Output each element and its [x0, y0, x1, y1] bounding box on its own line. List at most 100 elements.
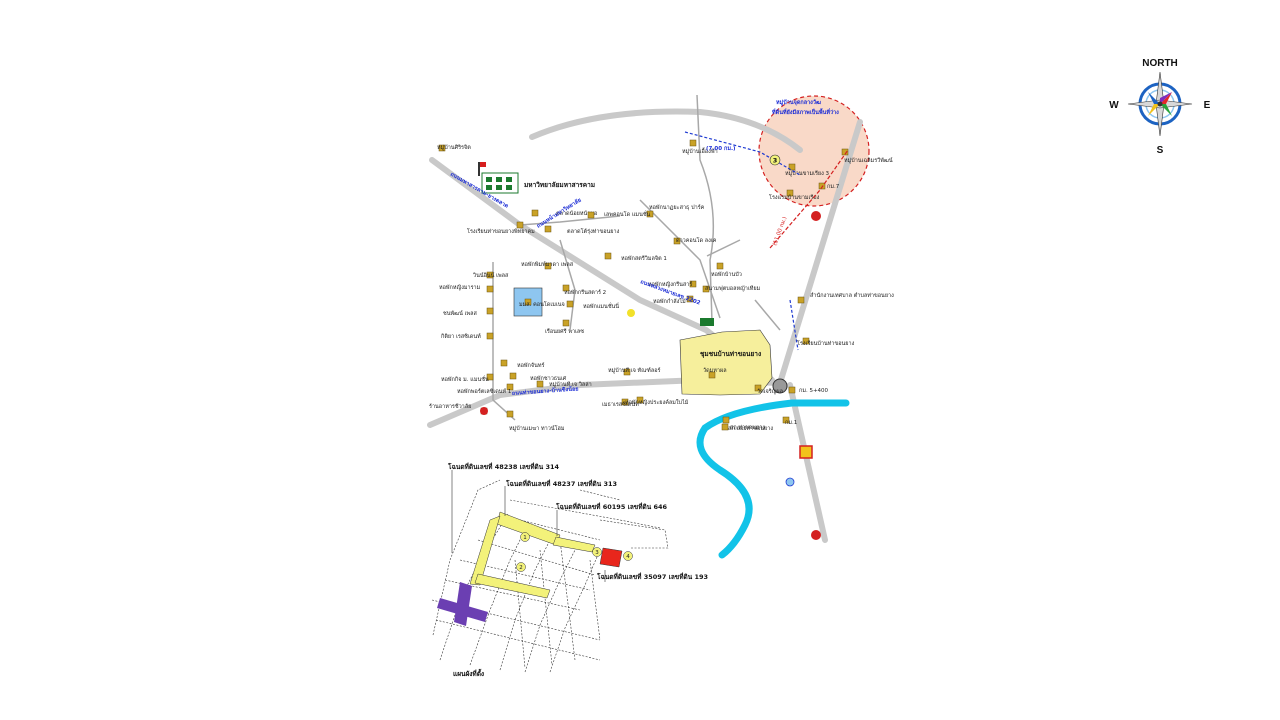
poi-label-p1: หมู่บ้านศิริรจิต [437, 144, 471, 151]
community-label: ชุมชนบ้านท่าขอนยาง [700, 349, 761, 358]
poi-marker-p2 [516, 221, 524, 229]
poi-marker-p13 [562, 319, 570, 327]
poi-marker-p5 [604, 252, 612, 260]
poi-label-p38: สภ.ย่อยท่าขอนยาง [728, 425, 773, 432]
poi-marker-p28 [686, 295, 694, 303]
poi-label-p4: ตลาดโต้รุ่งท่าขอนยาง [567, 227, 620, 235]
poi-marker-p45 [782, 416, 790, 424]
poi-label-p8: หอพักหญิงมาราม [439, 284, 481, 291]
poi-label-p32: หอพักหญิงประยงค์ลมใบไม้ [625, 399, 689, 406]
community-zone [679, 329, 773, 396]
poi-marker-p14 [486, 332, 494, 340]
info-icon [785, 477, 795, 487]
poi-marker-p29 [702, 285, 710, 293]
poi-marker-p34 [754, 384, 762, 392]
poi-marker-p7 [486, 271, 494, 279]
inset-caption: แผนผังที่ตั้ง [453, 668, 484, 678]
poi-label-p42: หมู่บ้านเฉลิมรวีพัฒน์ [844, 157, 893, 164]
poi-label-p21: หมู่บ้านเมฆา ทาวน์โฮม [509, 424, 565, 432]
poi-marker-p26 [716, 262, 724, 270]
poi-marker-p18 [506, 383, 514, 391]
poi-label-p40: หมู่บ้านขามเรียง 3 [785, 170, 830, 177]
poi-label-p11: ชนพัฒน์ เพลส [443, 310, 477, 317]
poi-layer: หมู่บ้านศิริรจิตโรงเรียนท่าขอนยางพิทยาคม… [429, 139, 894, 432]
target-plot [599, 547, 623, 568]
poi-marker-p24 [587, 211, 595, 219]
road-highway-2202 [777, 119, 863, 386]
poi-label-p37: โรงเรียนบ้านท่าขอนยาง [797, 339, 855, 347]
poi-label-p14: กิติยา เรสซิเดนท์ [440, 333, 481, 340]
intersection-cross [437, 582, 488, 626]
poi-label-p13: เรือนยศรี พาเลซ [545, 328, 584, 335]
football-field-icon [700, 318, 714, 326]
callout-vacant-land: ที่ดินที่ยังมีสภาพเป็นพื้นที่ว่าง [772, 107, 840, 116]
poi-marker-p38 [722, 416, 730, 424]
main-map: ชุมชนบ้านท่าขอนยาง มหาวิทยาลัยมหาสารคาม … [427, 94, 894, 559]
poi-marker-p3 [531, 209, 539, 217]
poi-label-p15: หอพักจันทร์ [517, 362, 544, 369]
poi-marker-p42 [841, 148, 849, 156]
poi-marker-p32 [636, 396, 644, 404]
poi-marker-p37 [802, 337, 810, 345]
poi-marker-p41 [786, 189, 794, 197]
poi-marker-p4 [544, 225, 552, 233]
poi-label-p12: หอพักแมนชั่นนี่ [583, 302, 619, 310]
poi-marker-p43 [788, 386, 796, 394]
plot-road-strip-bottom [474, 573, 551, 599]
poi-marker-p15 [500, 359, 508, 367]
route-blue-north [684, 131, 801, 176]
poi-label-p10: มมส. คอนโดเมเนจ [519, 300, 565, 308]
poi-label-p9: หอพักกรีนสตาร์ 2 [564, 289, 606, 296]
poi-marker-p25 [673, 237, 681, 245]
roundabout-icon [772, 378, 788, 394]
compass-east-label: E [1204, 100, 1211, 111]
callout-distance-7: (7.00 กม.) [706, 145, 736, 152]
poi-marker-p10 [524, 298, 532, 306]
poi-label-p5: หอพักสตรีวิมลจิต 1 [621, 255, 667, 262]
poi-label-p16: หอพักกิจ ม. แมนชั่น [441, 375, 489, 383]
poi-marker-p11 [486, 307, 494, 315]
callout-village: หมู่บ้านจุดกลางวัฒ [776, 98, 821, 107]
plot-title-646: โฉนดที่ดินเลขที่ 60195 เลขที่ดิน 646 [555, 501, 668, 511]
poi-marker-p21 [506, 410, 514, 418]
route-red-north [769, 149, 849, 249]
compass-south-label: S [1157, 145, 1164, 156]
poi-label-p34: วัดเจริญผล [757, 388, 783, 395]
university-building-icon [481, 172, 519, 194]
poi-marker-p23 [646, 210, 654, 218]
plot-road-strip-left [469, 515, 501, 586]
compass-north-label: NORTH [1142, 58, 1178, 69]
poi-label-p19: หมู่บ้านที.เจ วิลล่า [549, 381, 592, 388]
plot-title-313: โฉนดที่ดินเลขที่ 48237 เลขที่ดิน 313 [505, 478, 617, 488]
poi-label-p23: หอพักนาฏยะสาธุ ปาร์ค [649, 204, 705, 211]
poi-label-p7: วินน์อินน์ เพลส [472, 272, 509, 279]
shop-icon [799, 445, 813, 459]
poi-marker-p36 [797, 296, 805, 304]
poi-label-p22: หมู่บ้านเอื้องฟ้า [682, 147, 718, 155]
poi-label-p29: สนามฟุตบอลหญ้าเทียม [705, 285, 761, 292]
poi-label-p44: กม.7 [827, 184, 840, 190]
poi-label-p18: หอพักพอร์ตเลซิเดนท์ 1 [457, 388, 511, 395]
poi-label-p26: หอพักบ้านบัว [711, 271, 742, 278]
poi-marker-p44 [818, 182, 826, 190]
compass-rose: NORTH S E W [1109, 58, 1210, 156]
poi-marker-p30 [623, 368, 631, 376]
poi-label-p6: หอพักพิมพ์มาดา เพลส [521, 261, 574, 268]
poi-marker-p40 [788, 163, 796, 171]
plot-road-strip-mid [552, 536, 596, 553]
poi-label-p43: กม. 5+400 [799, 388, 829, 394]
plot-markers: 1 2 3 4 [516, 532, 633, 572]
marker-2: 2 [519, 565, 523, 571]
poi-marker-p19 [536, 380, 544, 388]
poi-marker-p9 [562, 284, 570, 292]
road-north-arc [529, 108, 803, 153]
poi-label-p41: โรงแรมบ้านขามเรียง [769, 193, 820, 201]
poi-marker-p27 [689, 280, 697, 288]
poi-marker-p31 [621, 398, 629, 406]
marker-1: 1 [523, 535, 527, 541]
poi-label-p28: หอพักกำลังไม้ [653, 298, 686, 305]
poi-label-p20: ร้านอาหารชีวาลัย [429, 403, 471, 410]
temple-icon [627, 309, 635, 317]
plot-title-314: โฉนดที่ดินเลขที่ 48238 เลขที่ดิน 314 [447, 461, 560, 471]
